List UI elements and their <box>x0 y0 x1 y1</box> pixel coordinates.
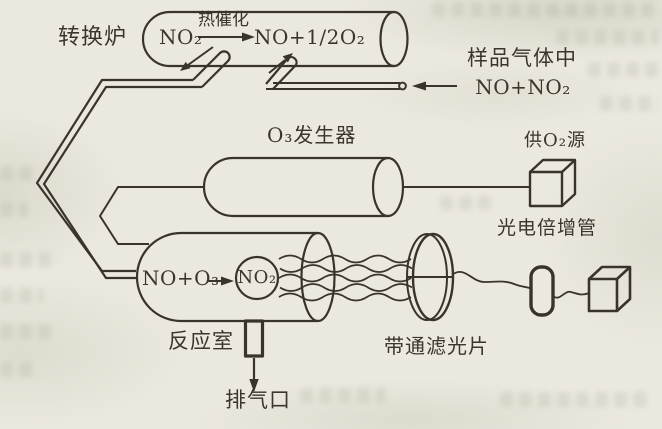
catalyst-text: 热催化 <box>198 10 249 30</box>
filtered-light-wave <box>451 270 533 290</box>
photomultiplier-label: 光电倍增管 <box>497 217 598 239</box>
sample-inlet-tube <box>266 82 400 90</box>
converter-pipe-inner <box>42 85 202 280</box>
ozone-generator-cylinder <box>202 156 388 218</box>
sample-gas-label-line1: 样品气体中 <box>467 46 577 70</box>
o2-supply-cube <box>528 170 564 208</box>
no2-product-circle <box>234 255 280 301</box>
exhaust-arrowhead-icon <box>249 379 259 392</box>
photomultiplier-tube <box>529 265 555 317</box>
converter-pipe-outer <box>35 78 193 273</box>
ozone-feed-line <box>99 186 203 245</box>
chamber-product-text: NO₂ <box>237 267 277 288</box>
outlet-flow-arrow <box>187 46 214 66</box>
chamber-reaction-arrowhead-icon <box>221 276 234 286</box>
sample-tube-opening <box>398 81 407 91</box>
signal-wire <box>552 290 590 299</box>
reaction-chamber-label: 反应室 <box>168 329 234 353</box>
exhaust-label: 排气口 <box>225 388 291 412</box>
o2-supply-cube-3d-edges <box>529 158 577 207</box>
sample-flow-arrowhead-icon <box>412 81 426 91</box>
converter-furnace-end-cap <box>379 10 409 68</box>
furnace-outlet-nozzle <box>192 50 231 88</box>
recorder-cube-3d-edges <box>588 265 632 312</box>
inlet-flow-arrowhead-icon <box>282 53 293 63</box>
ozone-generator-end-cap <box>371 156 405 218</box>
ozone-generator-label: O₃发生器 <box>267 123 357 147</box>
o2-supply-label: 供O₂源 <box>524 130 586 151</box>
catalysis-arrowhead-icon <box>242 32 255 42</box>
inlet-flow-arrow <box>268 59 286 74</box>
outlet-flow-arrowhead-icon <box>180 61 191 71</box>
converter-furnace-cylinder <box>141 10 394 68</box>
converter-product-text: NO+1/2O₂ <box>254 25 366 49</box>
recorder-cube <box>587 277 619 313</box>
converter-furnace-label: 转换炉 <box>58 25 128 50</box>
exhaust-duct <box>243 319 265 358</box>
chamber-reactants-text: NO+O₃ <box>142 266 220 290</box>
sample-gas-label-line2: NO+NO₂ <box>475 75 571 99</box>
bandpass-filter-label: 带通滤光片 <box>384 334 489 358</box>
reaction-chamber-window <box>300 231 336 323</box>
reaction-chamber-cylinder <box>135 231 318 323</box>
converter-reactant-text: NO₂ <box>159 25 203 49</box>
light-waves <box>278 254 413 302</box>
